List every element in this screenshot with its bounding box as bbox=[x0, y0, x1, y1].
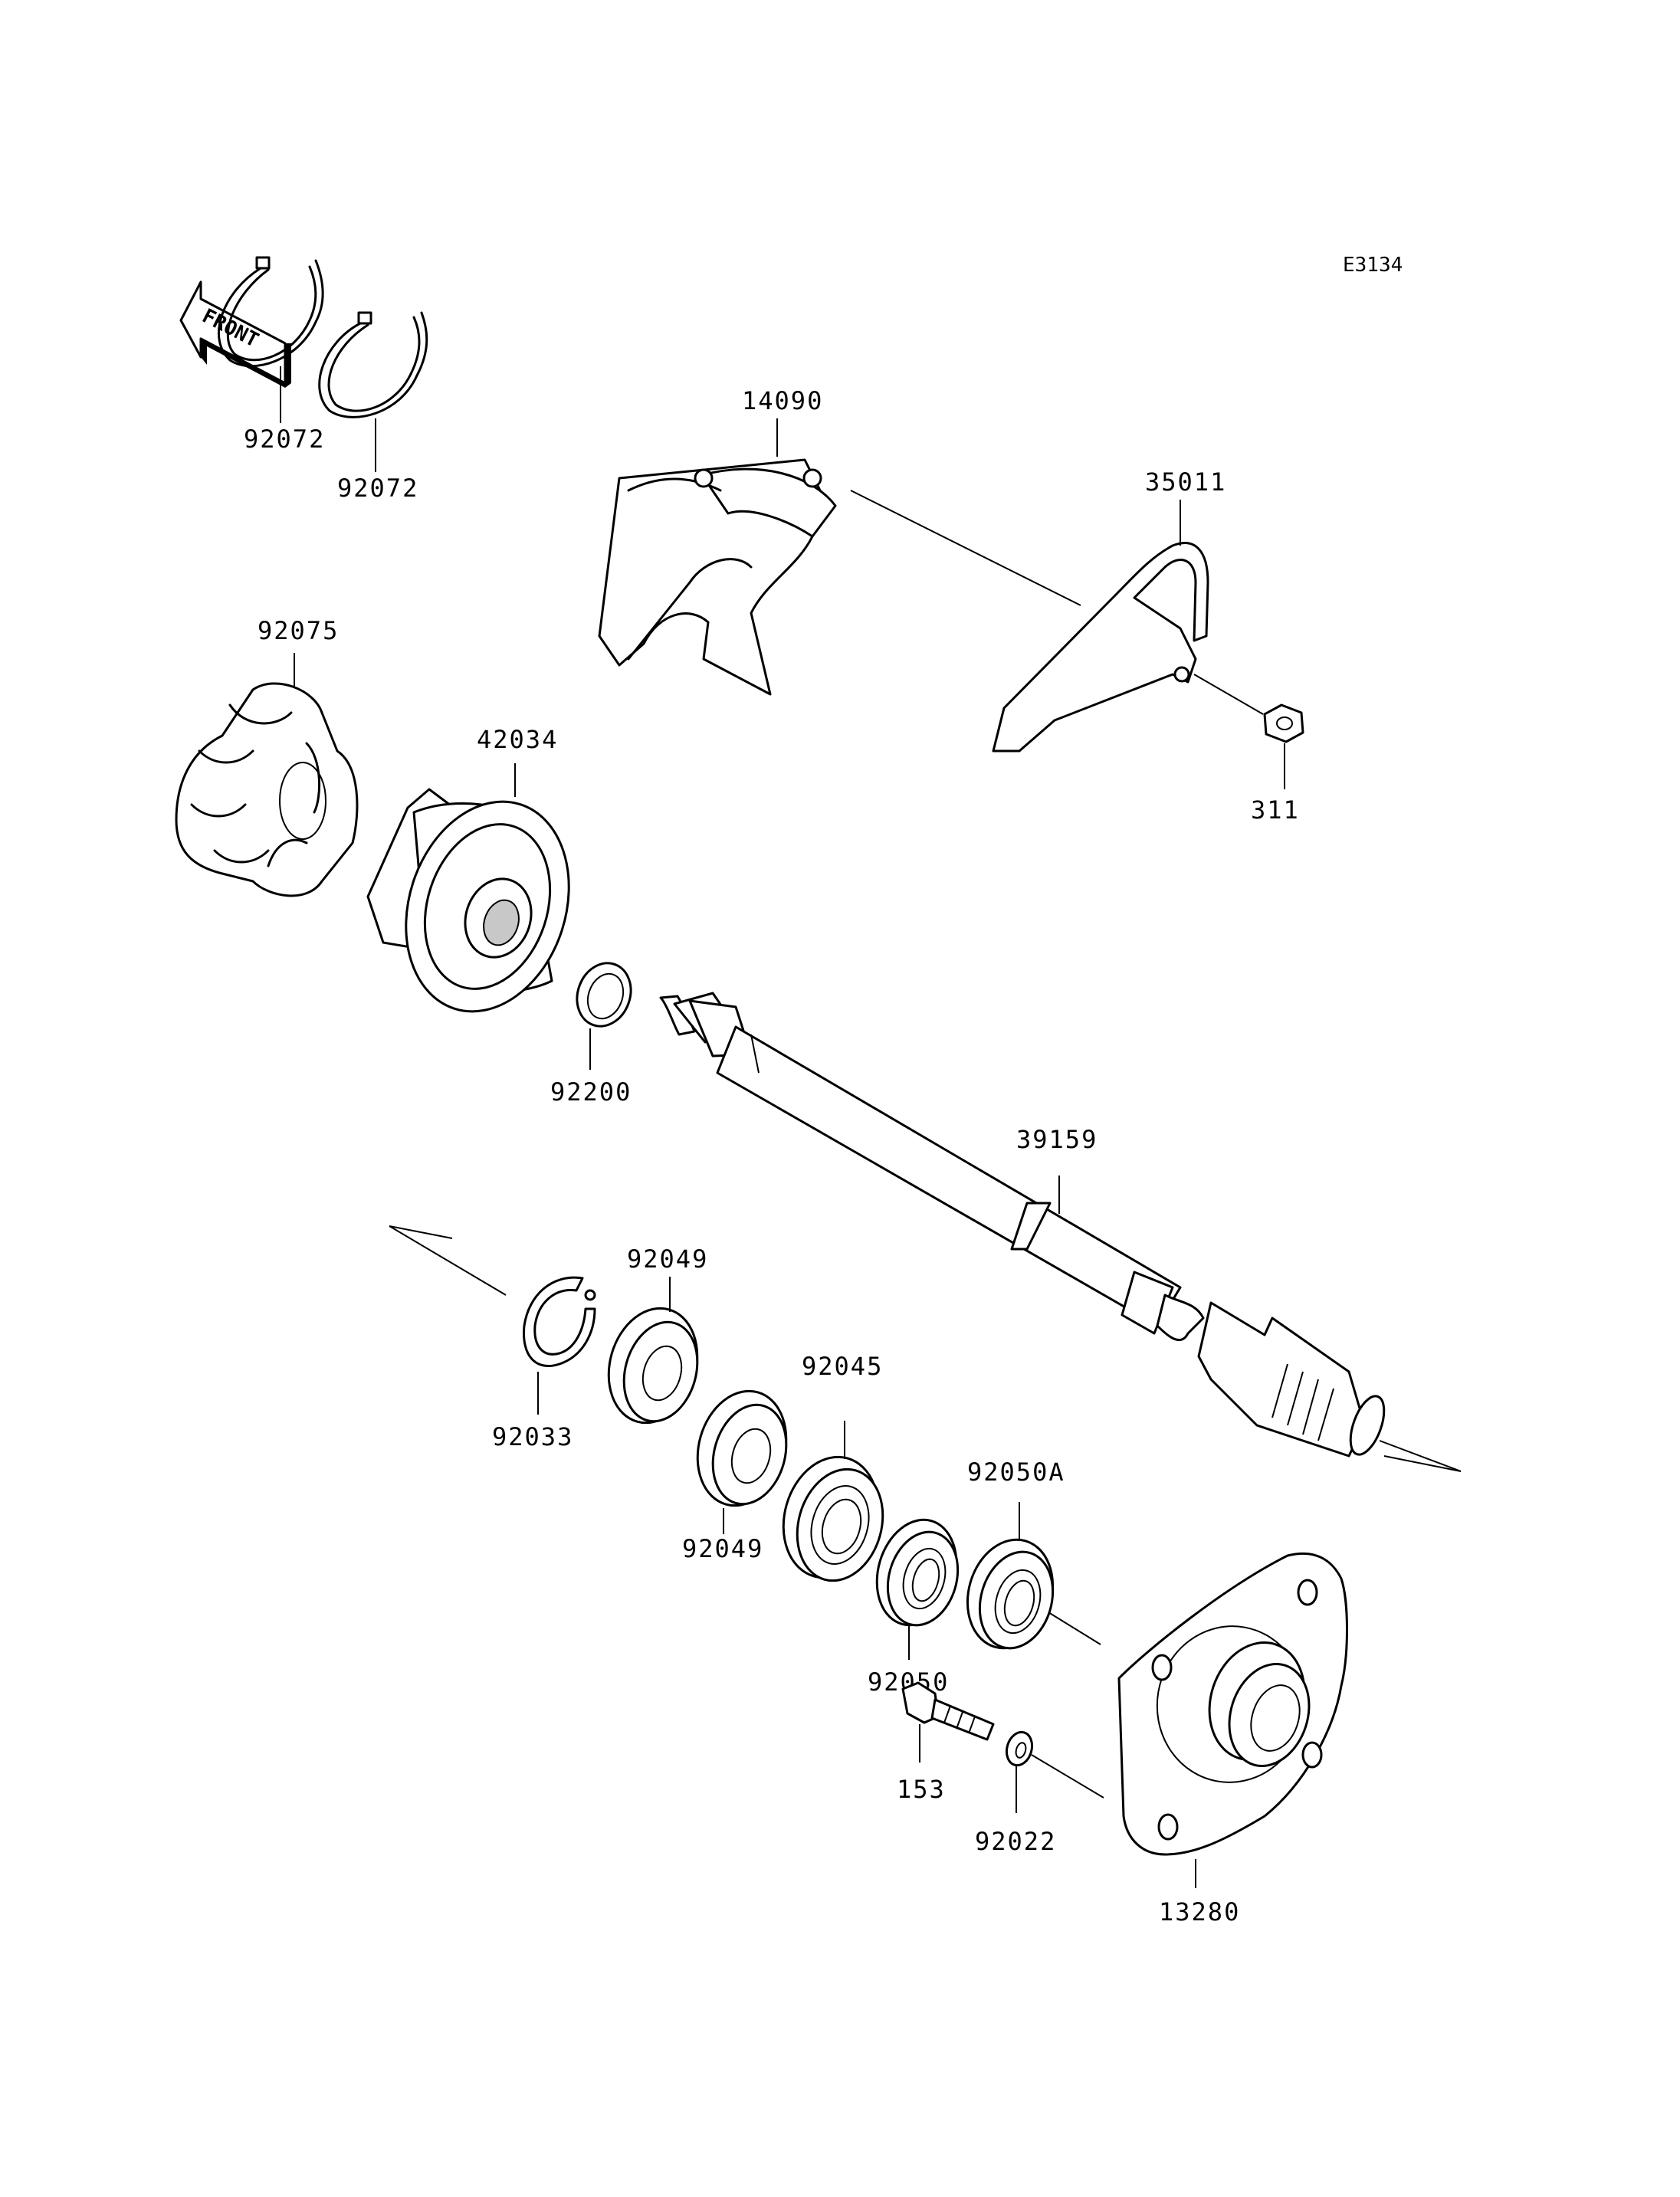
clamp-lower: 92072 bbox=[318, 311, 428, 503]
label-92075: 92075 bbox=[258, 616, 339, 645]
label-153: 153 bbox=[897, 1775, 946, 1804]
label-92200: 92200 bbox=[550, 1077, 632, 1107]
circlip: 92033 bbox=[389, 1225, 596, 1451]
label-92050A: 92050A bbox=[967, 1458, 1065, 1487]
label-92049-lower: 92049 bbox=[682, 1534, 763, 1563]
drive-shaft: 39159 bbox=[659, 992, 1462, 1472]
label-92033: 92033 bbox=[492, 1422, 573, 1451]
seal-upper: 92049 bbox=[607, 1244, 708, 1425]
label-311: 311 bbox=[1251, 795, 1300, 825]
label-92049-upper: 92049 bbox=[627, 1244, 708, 1274]
bearing-small: 92050 bbox=[868, 1518, 960, 1697]
small-washer: 92022 bbox=[975, 1730, 1104, 1856]
label-92045: 92045 bbox=[802, 1352, 883, 1381]
diagram-code: E3134 bbox=[1343, 254, 1403, 277]
bolt: 153 bbox=[897, 1681, 995, 1804]
seal-lower: 92049 bbox=[682, 1389, 788, 1563]
washer: 92200 bbox=[550, 962, 632, 1107]
clamp-upper: 92072 bbox=[217, 256, 325, 454]
label-92022: 92022 bbox=[975, 1827, 1056, 1856]
label-92072-lower: 92072 bbox=[337, 474, 418, 503]
damper: 92075 bbox=[175, 616, 359, 897]
label-42034: 42034 bbox=[477, 725, 558, 754]
housing: 13280 bbox=[1117, 1552, 1348, 1926]
label-13280: 13280 bbox=[1159, 1897, 1240, 1926]
label-35011: 35011 bbox=[1145, 467, 1226, 497]
bearing-large: 92045 bbox=[782, 1352, 884, 1582]
bracket: 35011 bbox=[992, 467, 1226, 753]
bearing-outer: 92050A bbox=[966, 1458, 1101, 1650]
cover: 14090 bbox=[598, 386, 1081, 696]
nut: 311 bbox=[1193, 674, 1304, 825]
label-39159: 39159 bbox=[1016, 1125, 1098, 1154]
front-arrow-icon: FRONT bbox=[179, 280, 291, 388]
label-92072-upper: 92072 bbox=[244, 425, 325, 454]
label-14090: 14090 bbox=[742, 386, 823, 415]
coupling: 42034 bbox=[366, 725, 570, 1013]
